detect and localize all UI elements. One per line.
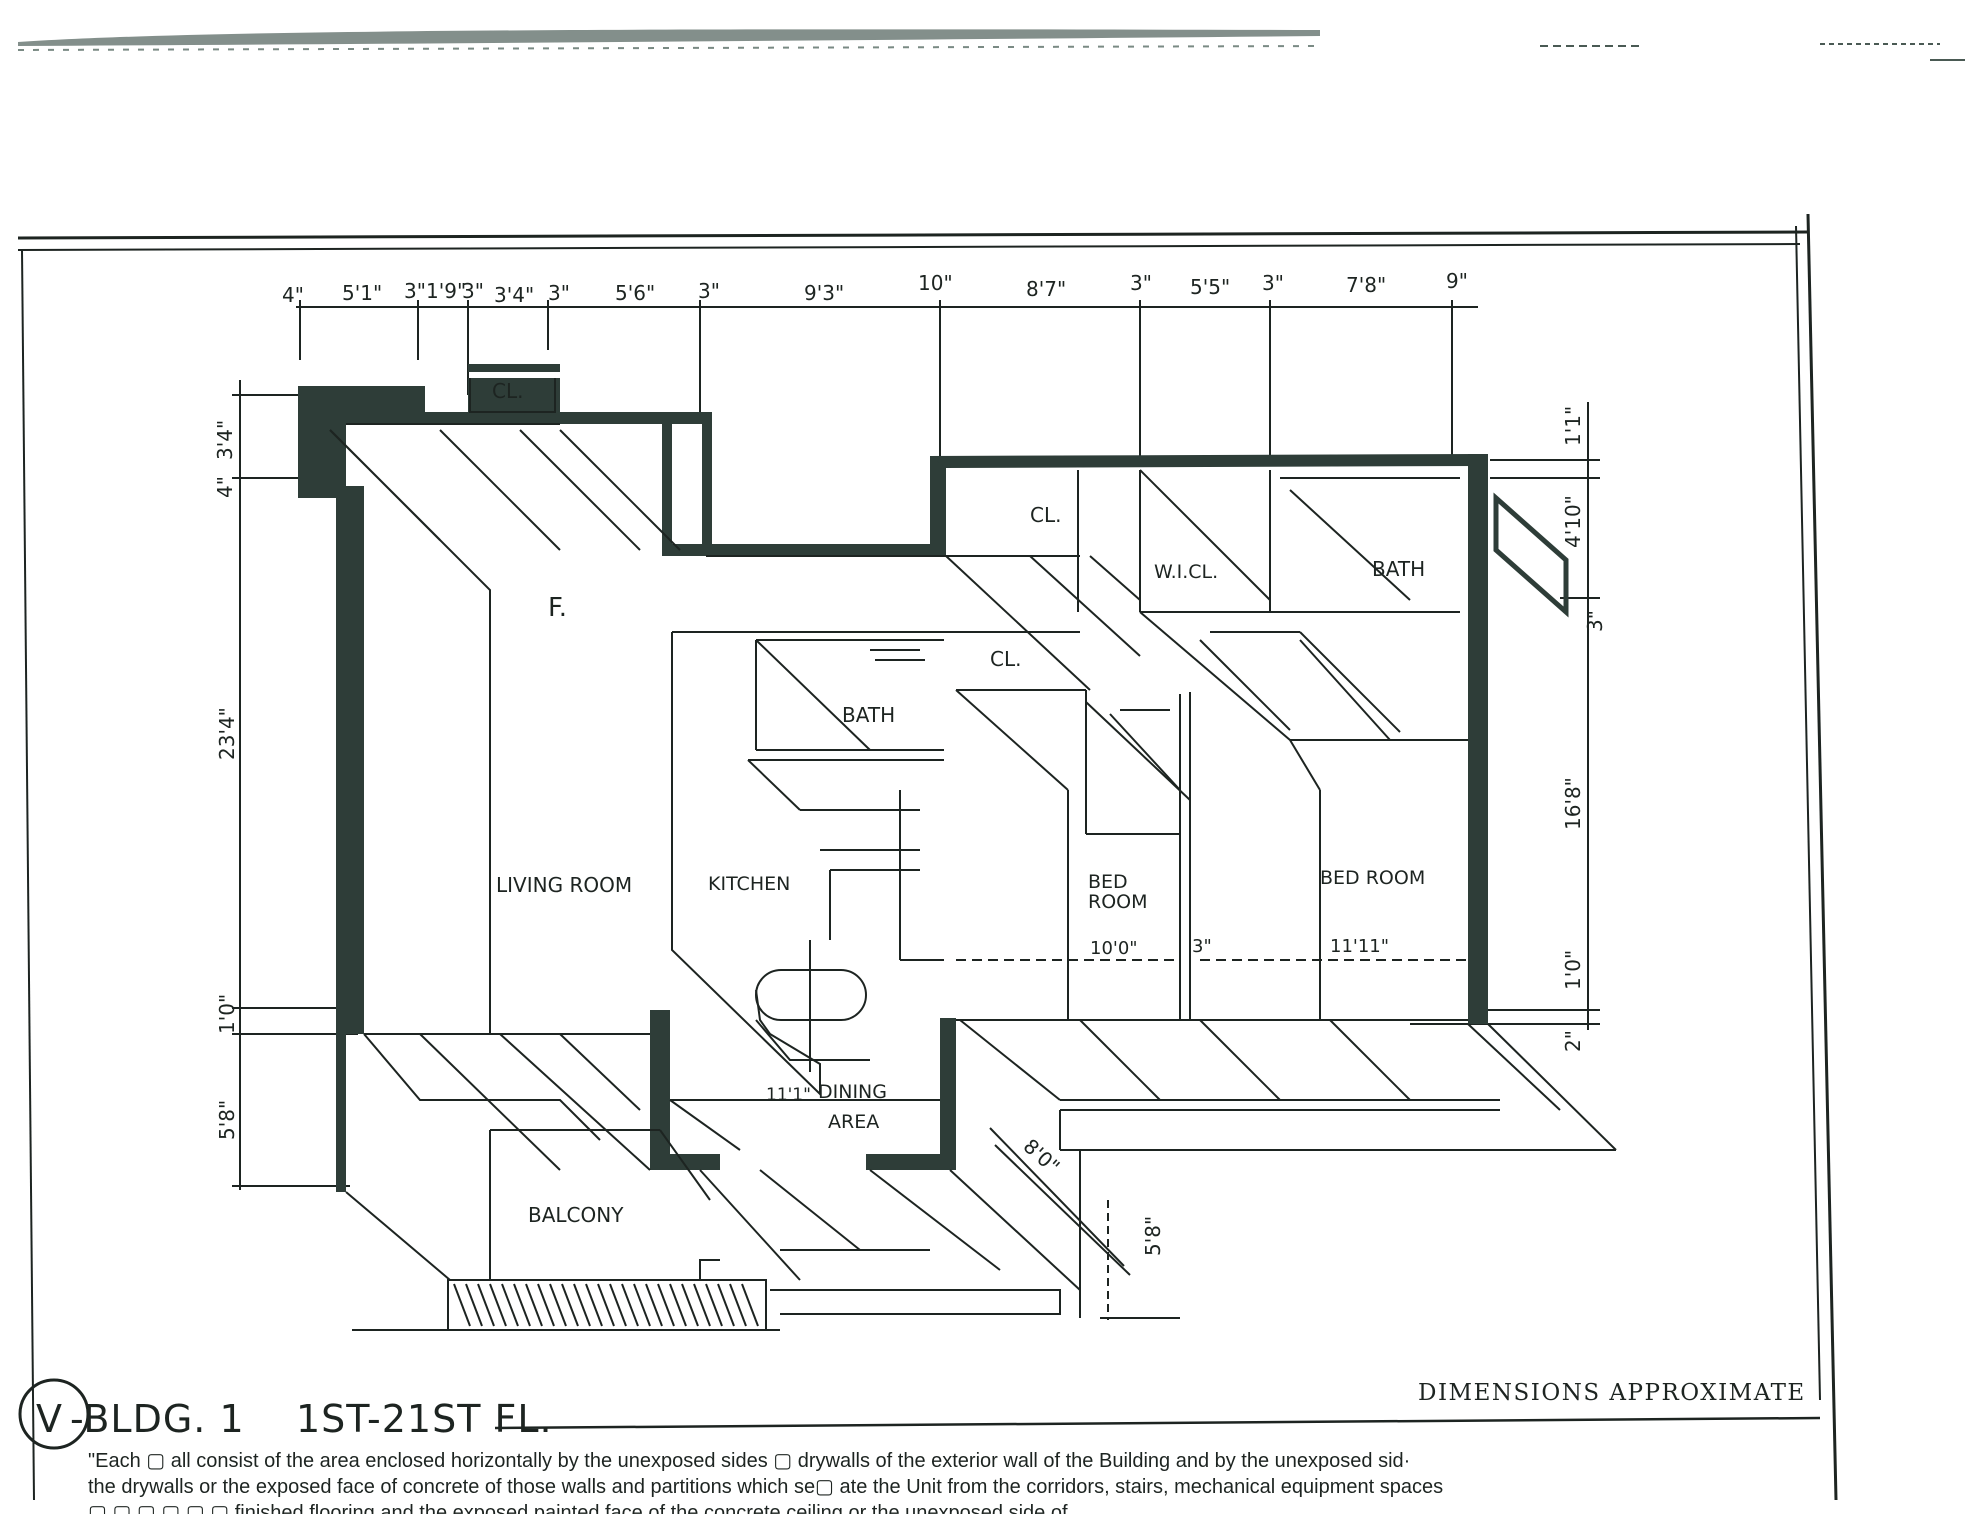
dim-top-17: 9"	[1446, 269, 1468, 293]
left-dimension-labels: 3'4" 4" 23'4" 1'0" 5'8"	[213, 420, 239, 1140]
legal-text-line-2: the drywalls or the exposed face of conc…	[88, 1476, 1444, 1498]
scan-artifact-top	[17, 29, 1965, 61]
label-dining-dim: 11'1"	[766, 1085, 811, 1105]
label-bed-room-large: BED ROOM	[1320, 867, 1425, 889]
title-unit-letter: V	[36, 1397, 63, 1441]
dim-top-14: 5'5"	[1190, 275, 1230, 299]
room-labels: CL. F. CL. W.I.CL. BATH BATH CL. LIVING …	[492, 379, 1425, 1256]
dim-top-2: 5'1"	[342, 281, 382, 305]
diagonal-dimension-line	[989, 1127, 1125, 1320]
dim-top-10: 9'3"	[804, 281, 844, 305]
dim-top-11: 10"	[918, 271, 953, 295]
label-bed-room-large-dim: 11'11"	[1330, 936, 1389, 957]
drawing-frame	[17, 213, 1838, 1501]
label-kitchen: KITCHEN	[708, 873, 790, 895]
dim-top-6: 3'4"	[494, 283, 534, 307]
dim-top-9: 3"	[698, 279, 720, 303]
dim-right-3: 3"	[1583, 610, 1607, 632]
dim-top-16: 7'8"	[1346, 273, 1386, 297]
dim-right-4: 16'8"	[1561, 777, 1585, 830]
dim-top-4: 1'9"	[426, 279, 466, 303]
label-dining-1: DINING	[818, 1081, 887, 1103]
balcony-railing-hatch	[447, 1279, 767, 1331]
walls	[298, 364, 1569, 1192]
dim-top-12: 8'7"	[1026, 277, 1066, 301]
dim-top-3: 3"	[404, 279, 426, 303]
interior-lines	[329, 378, 1617, 1331]
label-diagonal-dim: 8'0"	[1019, 1134, 1065, 1179]
label-closet-mid: CL.	[1030, 503, 1061, 527]
top-dimension-lines	[296, 300, 1478, 460]
right-dimension-lines	[1410, 402, 1600, 1030]
label-wall-3in: 3"	[1192, 936, 1212, 957]
legal-text-line-1: "Each ▢ all consist of the area enclosed…	[88, 1450, 1411, 1472]
label-living-room: LIVING ROOM	[496, 873, 632, 897]
dim-top-7: 3"	[548, 281, 570, 305]
label-bed-room-small-1: BED	[1088, 871, 1128, 893]
label-foyer: F.	[548, 593, 567, 623]
dim-right-6: 2"	[1561, 1030, 1585, 1052]
title-block: V -BLDG. 1 1ST-21ST FL.	[18, 1378, 553, 1450]
dim-left-5: 5'8"	[215, 1100, 239, 1140]
right-dimension-labels: 1'1" 4'10" 3" 16'8" 1'0" 2"	[1561, 406, 1607, 1052]
title-building: -BLDG. 1	[70, 1397, 245, 1441]
label-bottom-dim: 5'8"	[1141, 1216, 1165, 1256]
label-balcony: BALCONY	[528, 1203, 624, 1227]
label-bath-hall: BATH	[842, 703, 895, 727]
label-bath-master: BATH	[1372, 557, 1425, 581]
label-bed-room-small-dim: 10'0"	[1090, 938, 1138, 959]
dim-left-2: 4"	[213, 476, 237, 498]
dimensions-approximate-note: DIMENSIONS APPROXIMATE	[1418, 1380, 1806, 1406]
label-dining-2: AREA	[828, 1111, 879, 1133]
dim-top-8: 5'6"	[615, 281, 655, 305]
label-closet-bed: CL.	[990, 647, 1021, 671]
dim-right-5: 1'0"	[1561, 950, 1585, 990]
dim-top-13: 3"	[1130, 271, 1152, 295]
legal-text-line-3: ▢ ▢ ▢ ▢ ▢ ▢ finished flooring and the ex…	[88, 1502, 1068, 1514]
dim-top-5: 3"	[462, 279, 484, 303]
top-dimension-labels: 4" 5'1" 3" 1'9" 3" 3'4" 3" 5'6" 3" 9'3" …	[282, 269, 1468, 307]
label-walk-in-closet: W.I.CL.	[1154, 561, 1218, 583]
dim-left-3: 23'4"	[215, 707, 239, 760]
dim-left-4: 1'0"	[215, 994, 239, 1034]
label-bed-room-small-2: ROOM	[1088, 891, 1148, 913]
dim-right-2: 4'10"	[1561, 495, 1585, 548]
label-closet-top: CL.	[492, 379, 523, 403]
unit-circle	[18, 1378, 90, 1450]
title-floors: 1ST-21ST FL.	[296, 1397, 553, 1441]
dim-right-1: 1'1"	[1561, 406, 1585, 446]
dim-left-1: 3'4"	[213, 420, 237, 460]
dim-top-1: 4"	[282, 283, 304, 307]
dim-top-15: 3"	[1262, 271, 1284, 295]
